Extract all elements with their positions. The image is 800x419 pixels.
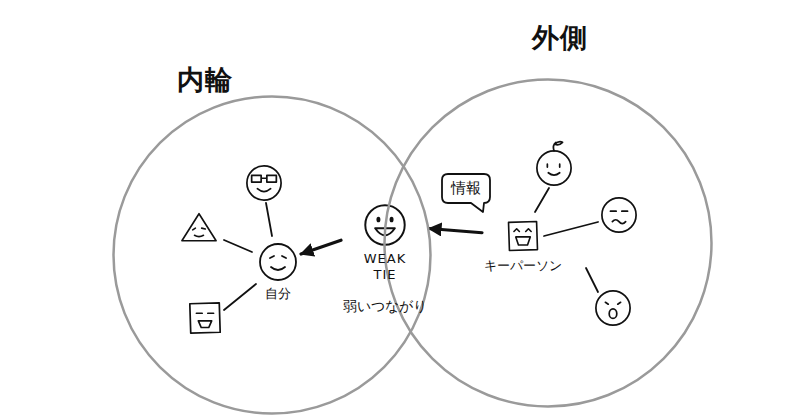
region-heading: 内輪 [177, 62, 233, 98]
face-outline [602, 198, 636, 232]
face-eyes [514, 229, 531, 232]
face-eyes [196, 312, 213, 314]
relation-line [224, 240, 252, 252]
person-face [257, 241, 299, 283]
face-eyes [547, 164, 559, 167]
face-outline [509, 222, 538, 251]
bubble-text: 情報 [451, 179, 481, 198]
face-mouth [257, 189, 270, 192]
person-face [537, 142, 571, 185]
relation-line [544, 222, 598, 236]
person-face [596, 291, 630, 325]
node-label: 自分 [257, 286, 299, 302]
face-mouth [198, 321, 211, 328]
self-node: 自分 [255, 241, 301, 302]
outer-circle: 外側キーパーソン [383, 78, 713, 408]
face-eyes [605, 302, 620, 304]
face-eyes [610, 210, 627, 212]
person-face [190, 303, 220, 333]
relation-line [586, 268, 598, 292]
flow-arrow [429, 229, 482, 233]
face-outline [190, 303, 220, 333]
face-eye [390, 217, 394, 223]
circle-outline [383, 78, 713, 408]
face-outline [596, 291, 630, 325]
bubble-border [442, 174, 490, 212]
face-sprout [553, 142, 562, 151]
weak-tie-node: WEAK TIE 弱いつながり [341, 202, 429, 315]
person-face [602, 198, 636, 232]
face-outline [260, 244, 296, 280]
person-face [247, 166, 281, 200]
face-mouth [516, 237, 530, 245]
circle-border [114, 97, 431, 414]
face-outline [537, 151, 571, 185]
node-label: キーパーソン [484, 258, 562, 274]
face-group [260, 244, 296, 280]
relation-line [266, 203, 272, 236]
face-mouth [548, 173, 559, 175]
face-outline [247, 166, 281, 200]
face-mouth [609, 309, 617, 319]
flow-arrow [301, 240, 341, 254]
face-mouth [195, 235, 204, 236]
face-mouth [612, 220, 625, 224]
relation-line [224, 284, 256, 310]
face-glasses [252, 175, 277, 182]
face-eyes [193, 228, 206, 230]
face-eye [376, 217, 380, 223]
key-person-node: キーパーソン [482, 217, 564, 274]
speech-bubble: 情報 [441, 173, 491, 204]
face-eyes [270, 256, 286, 258]
circle-border [385, 80, 712, 407]
node-label: 弱いつながり [343, 298, 427, 316]
person-face [504, 217, 542, 255]
face-mouth [271, 267, 285, 270]
face-group [509, 222, 538, 251]
node-label: WEAK TIE [364, 251, 407, 284]
face-outline [182, 214, 216, 241]
relation-line [535, 188, 549, 212]
region-heading: 外側 [532, 20, 588, 56]
person-face [182, 214, 216, 241]
